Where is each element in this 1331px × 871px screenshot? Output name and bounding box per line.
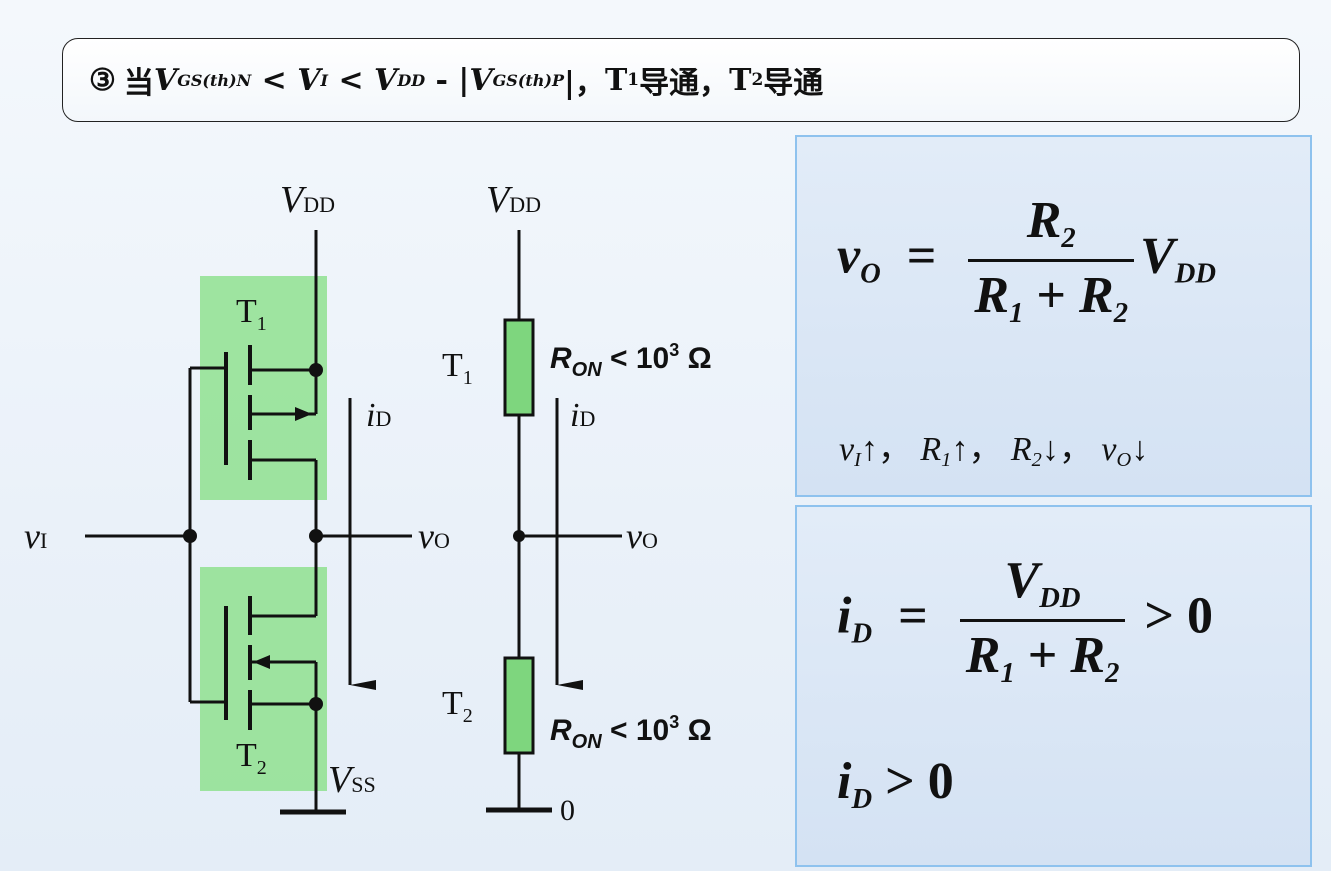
id-num-sub: DD [1039, 583, 1081, 614]
chain-sep-3: ， [1058, 431, 1093, 468]
t2-resistor [503, 656, 535, 755]
id-lhs-sub: D [851, 618, 873, 650]
id-den-a: R [965, 627, 1001, 684]
chain-vi-sub: I [854, 449, 861, 472]
vo-num-sub: 2 [1061, 223, 1076, 254]
id-equals: = [885, 587, 941, 645]
id-den-a-sub: 1 [1000, 658, 1015, 689]
chain-r1-arrow: ↑ [951, 431, 969, 468]
vo-equation-panel: vO = R2 R1 + R2 VDD vI↑， R1↑， R2↓， vO↓ [795, 135, 1312, 497]
chain-vi-arrow: ↑ [860, 431, 878, 468]
id2-gt: > 0 [872, 753, 954, 810]
chain-sep-1: ， [877, 431, 912, 468]
right-t1-label: T1 [442, 347, 473, 389]
abs-close: |， [564, 66, 605, 101]
ron1-label: RON < 103 Ω [550, 340, 712, 381]
vi-sub: I [320, 70, 328, 90]
t1-sub: 1 [627, 70, 640, 90]
chain-r1-sub: 1 [941, 449, 952, 472]
vo-den-plus: + [1023, 267, 1080, 324]
chain-vi: v [839, 431, 855, 468]
vo-fraction: R2 R1 + R2 [968, 191, 1134, 330]
circled-number: ③ [89, 62, 116, 98]
minus-abs: - | [425, 62, 470, 98]
chain-vo-arrow: ↓ [1131, 431, 1149, 468]
vgs-n-sub: GS(th)N [177, 70, 252, 90]
vo-equation: vO = R2 R1 + R2 VDD [837, 191, 1216, 330]
less-than-2: < [328, 62, 375, 98]
when-word: 当 [123, 66, 154, 101]
vo-den-a-sub: 1 [1009, 298, 1024, 329]
cmos-circuit: VDD T1 vI vO iD [24, 179, 450, 815]
vdd-symbol: V [374, 62, 398, 98]
id-positive: iD > 0 [837, 752, 954, 816]
right-id-label: iD [570, 397, 595, 434]
id-gt: > 0 [1131, 587, 1213, 645]
chain-vo-sub: O [1116, 449, 1132, 472]
t2-symbol: T [729, 62, 752, 98]
trend-chain: vI↑， R1↑， R2↓， vO↓ [839, 421, 1148, 472]
id-equation-panel: iD = VDD R1 + R2 > 0 iD > 0 [795, 505, 1312, 867]
t2-sub: 2 [751, 70, 764, 90]
circuit-diagrams: VDD T1 vI vO iD [24, 179, 712, 827]
right-vdd-label: VDD [486, 179, 541, 221]
chain-vo: v [1101, 431, 1117, 468]
id-equation: iD = VDD R1 + R2 > 0 [837, 551, 1213, 690]
vdd-sub: DD [397, 70, 426, 90]
t1-state: 导通， [639, 66, 730, 101]
vi-symbol: V [297, 62, 321, 98]
id2-sub: D [851, 784, 873, 815]
vo-equals: = [893, 227, 950, 285]
vgs-p-sub: GS(th)P [492, 70, 565, 90]
ground-zero-label: 0 [560, 794, 575, 827]
equivalent-circuit: VDD T1 RON < 103 Ω vO iD T2 RON < 103 Ω … [442, 179, 712, 827]
t1-symbol: T [604, 62, 628, 98]
vss-label: VSS [328, 759, 376, 801]
id-fraction: VDD R1 + R2 [959, 551, 1126, 690]
right-t2-label: T2 [442, 685, 473, 727]
vo-lhs: v [837, 227, 861, 285]
vo-num: R [1026, 192, 1062, 249]
vgs-n-symbol: V [153, 62, 178, 98]
id-den-plus: + [1014, 627, 1071, 684]
less-than-1: < [251, 62, 298, 98]
ron2-label: RON < 103 Ω [550, 712, 712, 753]
id-lhs: i [837, 587, 852, 645]
vi-label: vI [24, 516, 47, 556]
left-id-label: iD [366, 397, 391, 434]
chain-r2-arrow: ↓ [1041, 431, 1059, 468]
chain-sep-2: ， [968, 431, 1003, 468]
chain-r1: R [920, 431, 942, 468]
vo-tail: V [1140, 227, 1175, 285]
left-t2-label: T2 [236, 737, 267, 779]
vo-lhs-sub: O [860, 258, 881, 290]
left-vdd-label: VDD [280, 179, 335, 221]
chain-r2: R [1010, 431, 1032, 468]
chain-r2-sub: 2 [1031, 449, 1042, 472]
vo-tail-sub: DD [1174, 258, 1216, 290]
t1-highlight [200, 276, 327, 500]
id-num: V [1004, 552, 1040, 609]
vgs-p-symbol: V [469, 62, 493, 98]
t2-highlight [200, 567, 327, 791]
right-vo-label: vO [626, 516, 658, 556]
vo-den-a: R [974, 267, 1010, 324]
t2-state: 导通 [763, 66, 824, 101]
id-den-b: R [1070, 627, 1106, 684]
t1-resistor [503, 318, 535, 417]
left-vo-label: vO [418, 516, 450, 556]
vo-den-b: R [1079, 267, 1114, 324]
vo-den-b-sub: 2 [1113, 298, 1128, 329]
left-t1-label: T1 [236, 293, 267, 335]
id-den-b-sub: 2 [1105, 658, 1120, 689]
id2-lhs: i [837, 753, 852, 810]
